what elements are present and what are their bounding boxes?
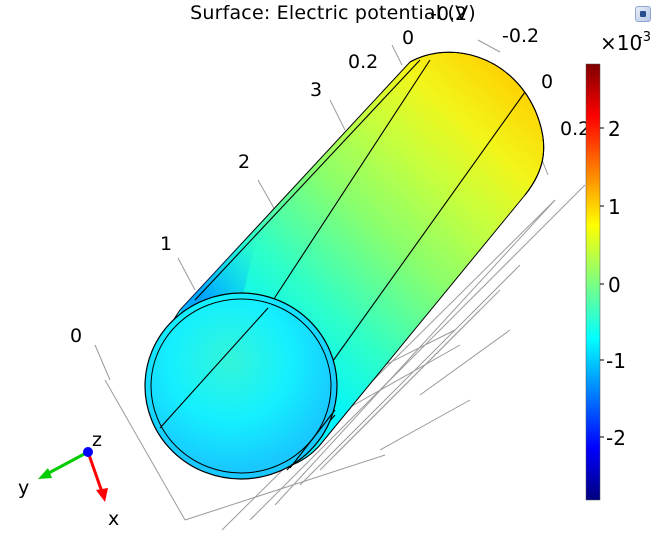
length-tick-2: 2 xyxy=(238,151,250,173)
triad-z-label: z xyxy=(92,429,102,451)
ground-grid xyxy=(104,184,586,531)
length-tick-1: 1 xyxy=(160,233,172,255)
colorbar-tick-0: 0 xyxy=(608,273,621,297)
top-tick-3: -0.2 xyxy=(502,25,539,47)
colorbar-exponent-base: ×10 xyxy=(600,31,642,55)
colorbar-tick-neg1: -1 xyxy=(606,349,626,373)
colorbar: ×10 -3 2 1 0 -1 -2 xyxy=(585,30,651,501)
colorbar-tick-1: 1 xyxy=(608,195,621,219)
length-tick-3: 3 xyxy=(310,79,322,101)
colorbar-tick-2: 2 xyxy=(608,117,621,141)
plot-title: Surface: Electric potential (V) xyxy=(190,2,476,24)
window-toolbar-icon[interactable] xyxy=(635,6,651,22)
length-tick-0: 0 xyxy=(70,325,82,347)
top-tick-partial: -0.2 xyxy=(430,3,467,25)
top-tick-5: 0.2 xyxy=(560,118,590,140)
top-tick-4: 0 xyxy=(541,71,553,93)
top-tick-2: 0 xyxy=(402,27,414,49)
top-tick-1: 0.2 xyxy=(348,51,378,73)
colorbar-exponent-power: -3 xyxy=(638,30,651,45)
cylinder-end-cap[interactable] xyxy=(144,292,338,480)
triad-y-label: y xyxy=(18,477,29,499)
axis-triad: z y x xyxy=(18,429,119,530)
triad-x-label: x xyxy=(108,508,119,530)
colorbar-tick-neg2: -2 xyxy=(606,426,626,450)
